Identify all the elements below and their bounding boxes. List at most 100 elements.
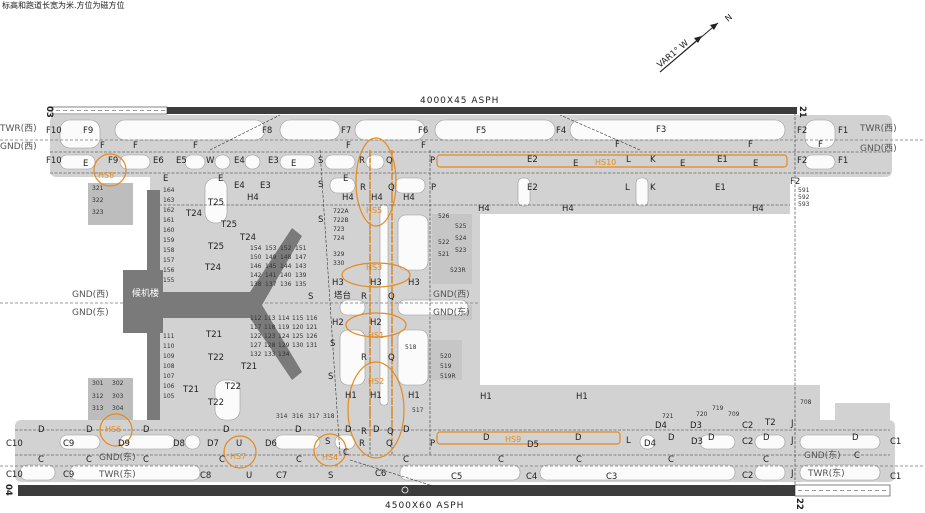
stand-label: 129: [278, 342, 290, 349]
stand-label: 591: [798, 187, 810, 194]
taxiway-label: C: [854, 451, 860, 461]
stand-label: 723: [333, 226, 345, 233]
taxiway-label: F5: [476, 126, 486, 136]
taxiway-label: S: [318, 156, 323, 166]
hotspot-label: HS5: [366, 206, 382, 215]
stand-label: 301: [92, 380, 104, 387]
taxiway-label: E: [753, 159, 758, 169]
stand-label: 126: [306, 333, 318, 340]
stand-label: 127: [250, 342, 262, 349]
taxiway-label: D3: [691, 437, 703, 447]
runway-03-21: 4000X45 ASPH 03 21: [44, 96, 807, 118]
stand-label: 156: [163, 267, 175, 274]
stand-label: 522: [438, 239, 450, 246]
stand-label: 114: [278, 315, 290, 322]
taxiway-label: T25: [220, 220, 237, 230]
stand-label: 151: [295, 245, 307, 252]
taxiway-label: S: [328, 372, 333, 382]
taxiway-label: H4: [562, 204, 574, 214]
stand-label: 134: [278, 351, 290, 358]
grass-islands: [19, 119, 881, 481]
stand-label: 318: [323, 413, 335, 420]
stand-label: 118: [264, 324, 276, 331]
runway-04-22: 4500X60 ASPH 04 22: [3, 484, 891, 511]
taxiway-label: S: [318, 215, 323, 225]
hotspot-hs7-area: [223, 435, 257, 469]
taxiway-label: C9: [63, 439, 74, 449]
taxiway-label: D: [373, 425, 380, 435]
stand-label: 162: [163, 207, 175, 214]
stand-label: 143: [295, 263, 307, 270]
taxiway-label: D: [668, 433, 675, 443]
taxiway-label: C: [403, 455, 409, 465]
stand-label: 592: [798, 194, 810, 201]
taxiway-label: D3: [690, 421, 702, 431]
taxiway-label: C1: [890, 472, 901, 482]
taxiway-label: C2: [742, 421, 753, 431]
taxiway-label: E1: [717, 155, 728, 165]
stand-label: 132: [250, 351, 262, 358]
stand-label: 523R: [450, 267, 466, 274]
stand-label: 159: [163, 237, 175, 244]
taxiway-centerlines: [15, 108, 890, 490]
stand-label: 724: [333, 235, 345, 242]
stand-label: 139: [295, 272, 307, 279]
taxiway-label: E: [291, 159, 296, 169]
taxiway-label: F2: [790, 177, 800, 187]
stand-label: 323: [92, 209, 104, 216]
stand-label: 154: [250, 245, 262, 252]
taxiway-label: C: [343, 448, 349, 458]
twr-east-label: TWR(东): [98, 468, 136, 480]
gnd-west-label: GND(西): [0, 141, 37, 152]
taxiway-label: F: [133, 141, 138, 151]
stand-label: 153: [265, 245, 277, 252]
area-labels: TWR(西) GND(西) TWR(西) GND(西) GND(西) GND(东…: [0, 123, 897, 480]
stand-label: 317: [308, 413, 320, 420]
taxiway-label: H1: [370, 391, 382, 401]
stand-label: 312: [92, 393, 104, 400]
taxiway-label: L: [626, 436, 631, 446]
runway-03-21-size: 4000X45 ASPH: [420, 96, 499, 106]
taxiway-label: E1: [715, 183, 726, 193]
taxiway-label: P: [430, 156, 435, 166]
stand-label: 525: [455, 223, 467, 230]
taxiway-label: C2: [742, 437, 753, 447]
taxiway-label: T22: [207, 398, 224, 408]
taxiway-label: D7: [207, 439, 219, 449]
stand-label: 113: [264, 315, 276, 322]
taxiway-label: D6: [265, 439, 277, 449]
taxiway-label: E: [163, 174, 168, 184]
taxiway-label: C: [143, 455, 149, 465]
twr-west-label: TWR(西): [0, 123, 37, 134]
taxiway-label: F: [346, 141, 351, 151]
taxiway-label: D: [345, 425, 352, 435]
taxiway-label: C: [219, 455, 225, 465]
stand-label: 108: [163, 363, 175, 370]
taxiway-label: D: [763, 433, 770, 443]
hotspot-label: HS4: [322, 453, 338, 462]
taxiway-label: D: [86, 425, 93, 435]
gnd-east-label-right: GND(东): [804, 449, 841, 461]
taxiway-label: Q: [388, 183, 395, 193]
terminal-label: 候机楼: [132, 287, 159, 299]
taxiway-label: U: [236, 439, 242, 449]
stand-label: 123: [264, 333, 276, 340]
stand-label: 142: [250, 272, 262, 279]
taxiway-label: E4: [234, 156, 245, 166]
taxiway-label: F: [818, 140, 823, 150]
taxiway-label: F9: [83, 126, 93, 136]
hotspot-hs2-area: [347, 361, 405, 459]
taxiway-label: F6: [418, 126, 428, 136]
taxiway-label: E: [343, 174, 348, 184]
stand-label: 149: [265, 254, 277, 261]
taxiway-label: D9: [118, 439, 130, 449]
taxiway-label: T21: [240, 362, 257, 372]
stand-label: 593: [798, 201, 810, 208]
stand-label: 125: [292, 333, 304, 340]
stand-label: 128: [264, 342, 276, 349]
taxiway-label: W: [206, 156, 215, 166]
taxiway-label: C5: [451, 472, 462, 482]
stand-label: 117: [250, 324, 262, 331]
twr-east-label-right: TWR(东): [807, 467, 845, 479]
stand-label: 109: [163, 353, 175, 360]
